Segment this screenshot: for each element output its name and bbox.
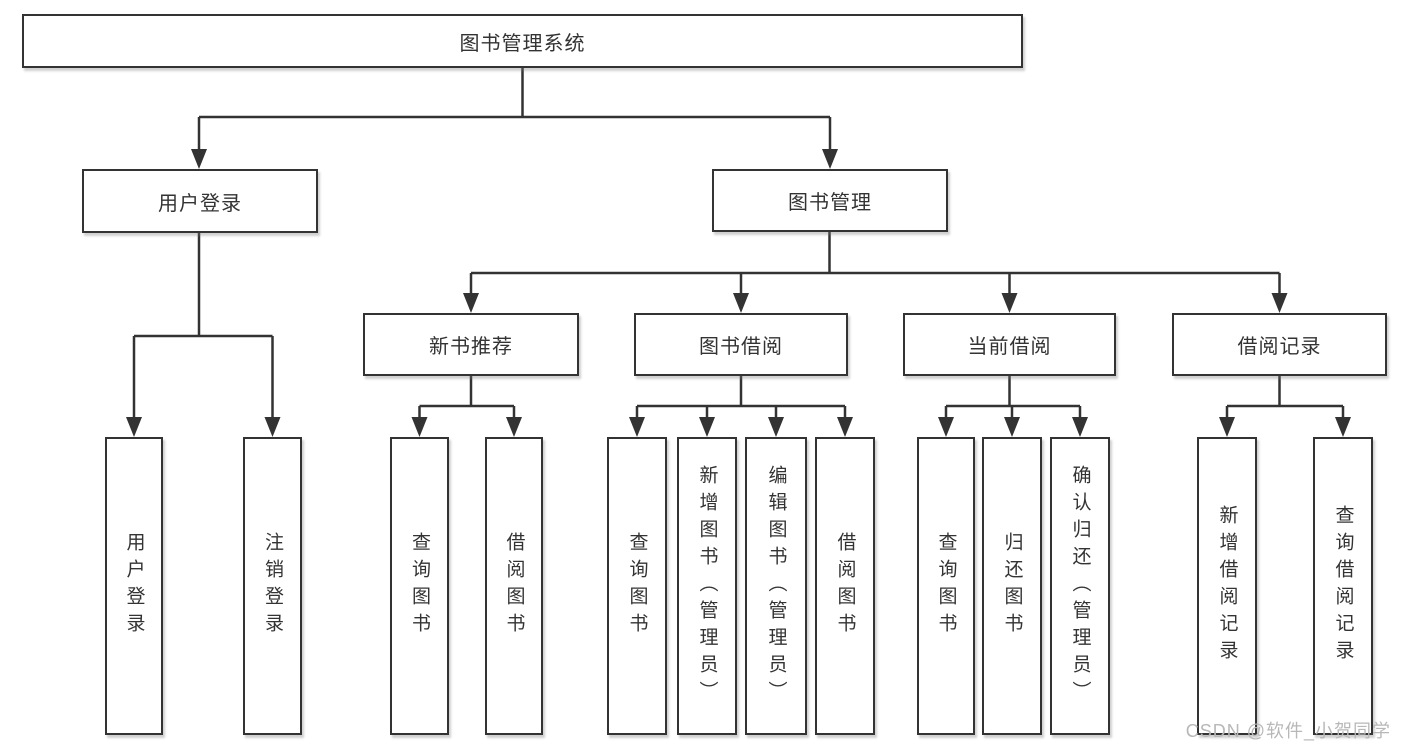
leaf-user-login: 用户登录: [105, 437, 163, 735]
leaf-label: 注销登录: [262, 532, 283, 640]
arrowhead-icon: [463, 293, 1288, 313]
leaf-label: 查询图书: [409, 532, 430, 640]
arrowhead-icon: [629, 417, 853, 437]
connector-root-to-level1: [197, 68, 832, 152]
node-borrow-records: 借阅记录: [1172, 313, 1387, 376]
node-book-management: 图书管理: [712, 169, 948, 232]
leaf-borrow-books: 借阅图书: [815, 437, 875, 735]
leaf-label: 查询图书: [935, 532, 957, 640]
leaf-confirm-return-admin: 确认归还（管理员）: [1050, 437, 1110, 735]
arrowhead-icon: [1219, 417, 1351, 437]
arrowhead-icon: [411, 417, 522, 437]
leaf-label: 用户登录: [123, 532, 145, 640]
leaf-label: 借阅图书: [834, 532, 856, 640]
leaf-query-borrow-record: 查询借阅记录: [1313, 437, 1373, 735]
leaf-return-book: 归还图书: [982, 437, 1042, 735]
leaf-label: 查询借阅记录: [1332, 505, 1354, 667]
leaf-add-borrow-record: 新增借阅记录: [1197, 437, 1257, 735]
connector-book-management-children: [469, 232, 1281, 296]
connector-user-login-children: [132, 233, 274, 420]
node-book-borrow: 图书借阅: [634, 313, 848, 376]
arrowhead-icon: [126, 417, 281, 437]
leaf-label: 借阅图书: [503, 532, 525, 640]
connector-new-book-children: [418, 376, 516, 420]
arrowhead-icon: [191, 149, 838, 169]
node-current-borrow: 当前借阅: [903, 313, 1116, 376]
csdn-watermark: CSDN @软件_小贺同学: [1185, 721, 1391, 741]
leaf-logout: 注销登录: [243, 437, 302, 735]
leaf-label: 确认归还（管理员）: [1069, 464, 1091, 708]
leaf-edit-book-admin: 编辑图书（管理员）: [745, 437, 807, 735]
node-new-book-recommend: 新书推荐: [363, 313, 579, 376]
leaf-label: 查询图书: [626, 532, 648, 640]
leaf-label: 新增图书（管理员）: [696, 464, 718, 708]
connector-current-borrow-children: [944, 376, 1082, 420]
node-user-login: 用户登录: [82, 169, 318, 233]
leaf-query-books-borrow: 查询图书: [607, 437, 667, 735]
leaf-label: 归还图书: [1001, 532, 1023, 640]
leaf-borrow-books-recommend: 借阅图书: [485, 437, 543, 735]
leaf-query-books-recommend: 查询图书: [390, 437, 449, 735]
connector-borrow-records-children: [1225, 376, 1345, 420]
leaf-query-books-current: 查询图书: [917, 437, 975, 735]
node-library-system: 图书管理系统: [22, 14, 1023, 68]
leaf-add-book-admin: 新增图书（管理员）: [677, 437, 737, 735]
leaf-label: 编辑图书（管理员）: [765, 464, 787, 708]
leaf-label: 新增借阅记录: [1216, 505, 1238, 667]
arrowhead-icon: [938, 417, 1088, 437]
connector-book-borrow-children: [635, 376, 847, 420]
